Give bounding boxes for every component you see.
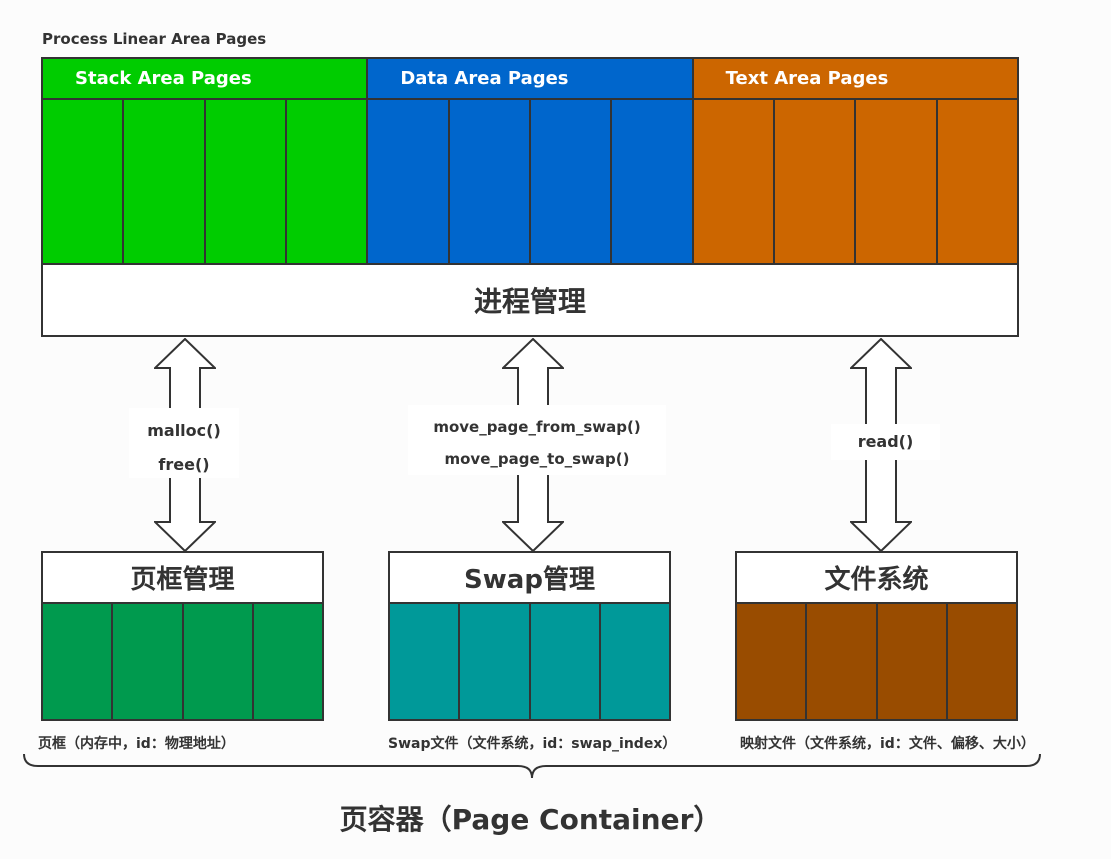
left-arrow-label: malloc() free() bbox=[129, 408, 239, 478]
stack-page bbox=[287, 100, 366, 263]
swap-page bbox=[390, 604, 461, 719]
swap-pages bbox=[390, 604, 669, 719]
free-label: free() bbox=[158, 455, 210, 474]
frame-page bbox=[184, 604, 254, 719]
stack-page bbox=[43, 100, 125, 263]
right-arrow-label: read() bbox=[831, 424, 940, 460]
file-page bbox=[878, 604, 948, 719]
data-page bbox=[612, 100, 691, 263]
process-management-box: 进程管理 bbox=[41, 263, 1019, 337]
swap-page bbox=[601, 604, 669, 719]
middle-arrow-label: move_page_from_swap() move_page_to_swap(… bbox=[408, 405, 666, 475]
read-label: read() bbox=[857, 432, 914, 451]
data-page bbox=[450, 100, 531, 263]
data-page bbox=[531, 100, 613, 263]
swap-page bbox=[531, 604, 601, 719]
stack-area-pages bbox=[43, 100, 366, 263]
filesystem-pages bbox=[737, 604, 1016, 719]
stack-area-region: Stack Area Pages bbox=[43, 59, 369, 263]
move-page-from-swap-label: move_page_from_swap() bbox=[433, 418, 641, 436]
text-page bbox=[775, 100, 857, 263]
page-container-title: 页容器（Page Container） bbox=[339, 803, 722, 836]
file-page bbox=[948, 604, 1016, 719]
swap-page bbox=[460, 604, 531, 719]
swap-module: Swap管理 bbox=[388, 551, 671, 721]
page-frame-description: 页框（内存中，id：物理地址） bbox=[38, 736, 235, 752]
frame-page bbox=[43, 604, 114, 719]
stack-page bbox=[206, 100, 287, 263]
diagram-title: Process Linear Area Pages bbox=[42, 30, 267, 48]
page-frame-header: 页框管理 bbox=[43, 553, 322, 604]
move-page-to-swap-label: move_page_to_swap() bbox=[444, 450, 630, 468]
text-page bbox=[938, 100, 1017, 263]
text-area-region: Text Area Pages bbox=[693, 59, 1017, 263]
file-page bbox=[737, 604, 808, 719]
filesystem-header: 文件系统 bbox=[737, 553, 1016, 604]
text-page bbox=[694, 100, 775, 263]
text-page bbox=[856, 100, 938, 263]
text-area-header: Text Area Pages bbox=[693, 59, 1017, 100]
process-linear-area: Stack Area Pages Data Area Pages Text Ar… bbox=[41, 57, 1019, 265]
malloc-label: malloc() bbox=[147, 421, 221, 440]
data-area-header: Data Area Pages bbox=[368, 59, 692, 100]
page-container-brace bbox=[23, 753, 1041, 779]
stack-area-header: Stack Area Pages bbox=[43, 59, 367, 100]
filesystem-description: 映射文件（文件系统，id：文件、偏移、大小） bbox=[740, 736, 1035, 752]
stack-page bbox=[124, 100, 206, 263]
data-page bbox=[368, 100, 450, 263]
page-frame-module: 页框管理 bbox=[41, 551, 324, 721]
page-frame-pages bbox=[43, 604, 322, 719]
data-area-pages bbox=[368, 100, 691, 263]
file-page bbox=[807, 604, 878, 719]
filesystem-module: 文件系统 bbox=[735, 551, 1018, 721]
frame-page bbox=[254, 604, 322, 719]
frame-page bbox=[113, 604, 184, 719]
swap-description: Swap文件（文件系统，id：swap_index） bbox=[388, 736, 677, 752]
text-area-pages bbox=[694, 100, 1017, 263]
swap-header: Swap管理 bbox=[390, 553, 669, 604]
data-area-region: Data Area Pages bbox=[368, 59, 694, 263]
